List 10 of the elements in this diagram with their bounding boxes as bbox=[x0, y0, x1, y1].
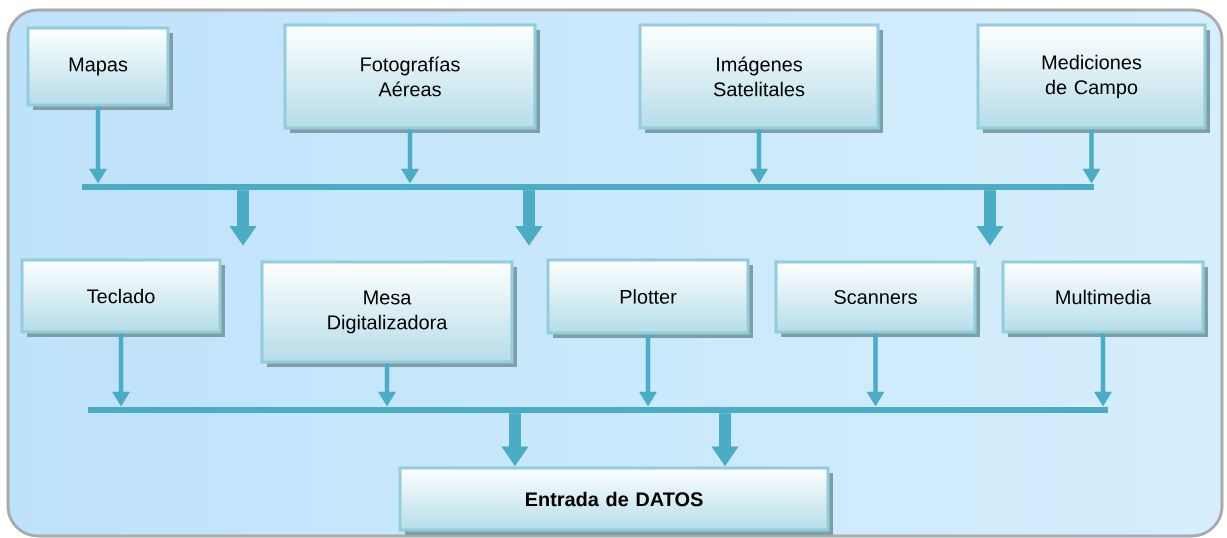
process-box: Mediciones de Campo bbox=[976, 23, 1210, 133]
process-box: Mapas bbox=[26, 26, 173, 110]
process-box: Fotografías Aéreas bbox=[283, 23, 540, 133]
process-box: Mesa Digitalizadora bbox=[260, 260, 517, 367]
process-box: Imágenes Satelitales bbox=[638, 23, 883, 133]
process-box: Multimedia bbox=[1001, 260, 1208, 337]
process-box: Entrada de DATOS bbox=[398, 466, 833, 535]
process-box: Plotter bbox=[546, 258, 753, 338]
process-box: Teclado bbox=[20, 258, 225, 337]
process-box: Scanners bbox=[774, 260, 980, 337]
